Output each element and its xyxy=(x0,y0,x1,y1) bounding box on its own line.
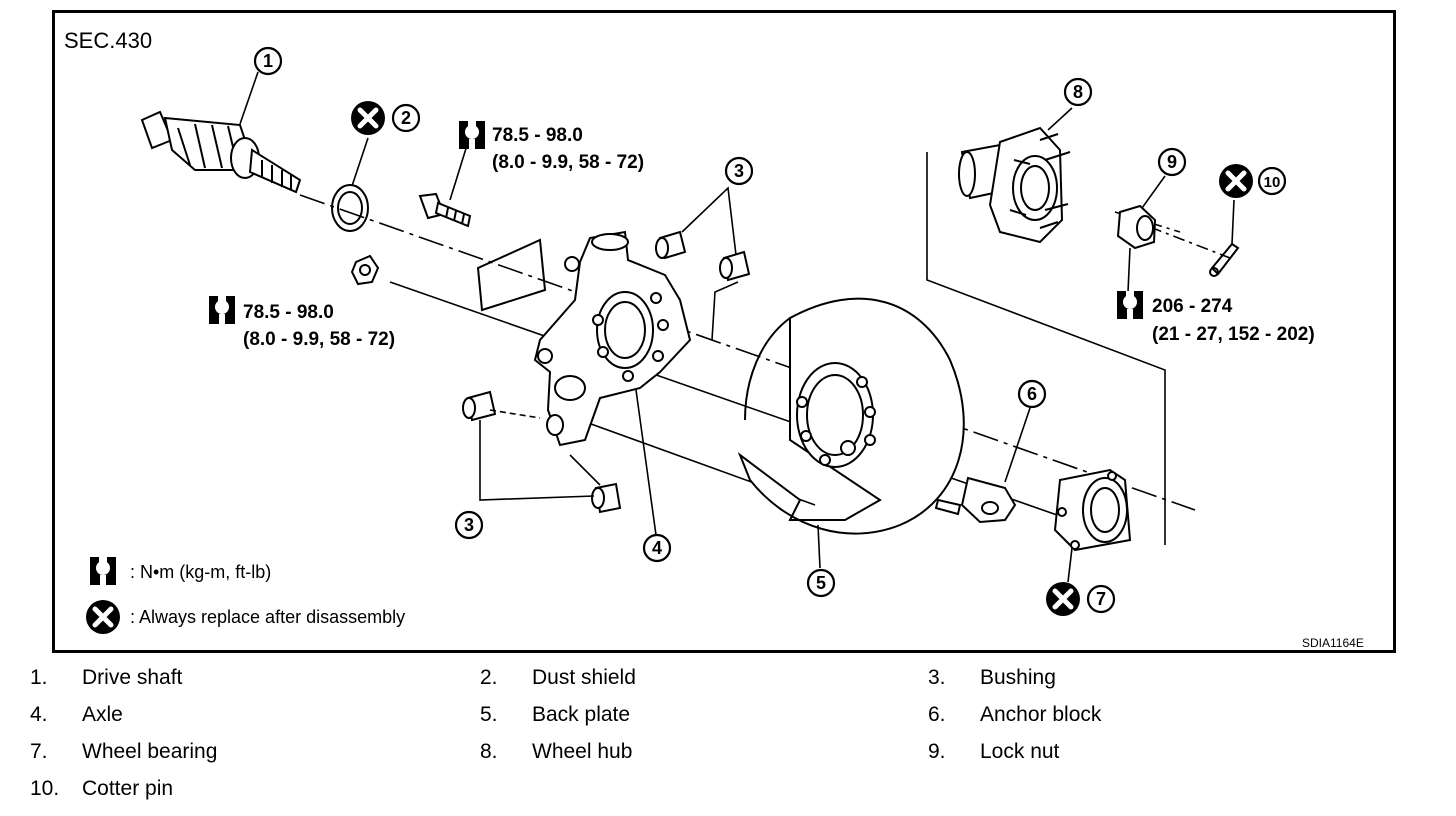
part-name: Drive shaft xyxy=(82,666,183,689)
callout-number-9: 9 xyxy=(1167,152,1177,172)
torque-upper-bolt-line2: (8.0 - 9.9, 58 - 72) xyxy=(492,152,644,173)
part-number: 5. xyxy=(480,703,498,726)
legend-replace-icon xyxy=(86,600,120,634)
part-number: 7. xyxy=(30,740,48,763)
lock-nut-drawing xyxy=(1116,204,1157,250)
lower-nut-drawing xyxy=(350,254,380,286)
torque-lower-nut-line1: 78.5 - 98.0 xyxy=(243,302,334,323)
torque-upper-bolt-line1: 78.5 - 98.0 xyxy=(492,125,583,146)
section-label: SEC.430 xyxy=(64,28,152,53)
exploded-view-diagram: SEC.430 SDIA1164E xyxy=(64,28,1364,650)
wheel-hub-drawing xyxy=(958,126,1071,244)
upper-bolt-drawing xyxy=(418,192,472,228)
replace-mark-icon-wheel-bearing xyxy=(1046,582,1080,616)
torque-wrench-icon-lock-nut xyxy=(1117,291,1143,319)
part-name: Wheel bearing xyxy=(82,740,218,763)
dust-shield-drawing xyxy=(331,184,369,232)
callout-number-2: 2 xyxy=(401,108,411,128)
part-name: Bushing xyxy=(980,666,1056,689)
back-plate-drawing xyxy=(737,297,965,535)
callout-circle-6 xyxy=(1017,379,1047,409)
callout-number-10: 10 xyxy=(1264,174,1281,191)
callout-number-6: 6 xyxy=(1027,384,1037,404)
part-number: 6. xyxy=(928,703,946,726)
replace-mark-icon-cotter-pin xyxy=(1219,164,1253,198)
axle-knuckle-drawing xyxy=(476,230,692,447)
part-number: 9. xyxy=(928,740,946,763)
part-name: Cotter pin xyxy=(82,777,174,800)
diagram-frame xyxy=(52,10,1396,653)
callout-circle-4 xyxy=(642,533,672,563)
callout-number-4: 4 xyxy=(652,538,662,558)
callout-number-1: 1 xyxy=(263,51,273,71)
torque-wrench-icon-upper-bolt xyxy=(459,121,485,149)
parts-list: 1. Drive shaft 2. Dust shield 3. Bushing… xyxy=(0,662,1456,812)
callout-circle-7 xyxy=(1086,584,1116,614)
part-name: Back plate xyxy=(532,703,631,726)
callout-number-5: 5 xyxy=(816,573,826,593)
drive-shaft-drawing xyxy=(140,110,302,194)
part-number: 10. xyxy=(30,777,60,800)
torque-lock-nut-line1: 206 - 274 xyxy=(1152,296,1233,317)
bushing-drawings xyxy=(462,230,751,514)
callout-number-8: 8 xyxy=(1073,82,1083,102)
callout-circle-1 xyxy=(253,46,283,76)
part-number: 2. xyxy=(480,666,498,689)
callout-circle-3a xyxy=(724,156,754,186)
callout-circle-2 xyxy=(391,103,421,133)
replace-mark-icon-dust-shield xyxy=(351,101,385,135)
callout-number-7: 7 xyxy=(1096,589,1106,609)
callout-circle-8 xyxy=(1063,77,1093,107)
part-name: Lock nut xyxy=(980,740,1060,763)
legend-replace-note: : Always replace after disassembly xyxy=(130,607,405,627)
callout-circle-3b xyxy=(454,510,484,540)
part-number: 3. xyxy=(928,666,946,689)
callout-circle-5 xyxy=(806,568,836,598)
wheel-bearing-drawing xyxy=(1053,468,1132,552)
callout-number-3a: 3 xyxy=(734,161,744,181)
torque-wrench-icon-lower-nut xyxy=(209,296,235,324)
anchor-block-drawing xyxy=(934,476,1017,524)
torque-lock-nut-line2: (21 - 27, 152 - 202) xyxy=(1152,324,1315,345)
part-number: 1. xyxy=(30,666,48,689)
drawing-code: SDIA1164E xyxy=(1302,636,1364,650)
part-number: 8. xyxy=(480,740,498,763)
legend-torque-unit: : N•m (kg-m, ft-lb) xyxy=(130,562,271,582)
cotter-pin-drawing xyxy=(1209,242,1240,277)
callout-circle-10 xyxy=(1257,166,1287,196)
torque-lower-nut-line2: (8.0 - 9.9, 58 - 72) xyxy=(243,329,395,350)
part-name: Wheel hub xyxy=(532,740,633,763)
callout-circle-9 xyxy=(1157,147,1187,177)
legend-wrench-icon xyxy=(90,557,116,585)
part-name: Axle xyxy=(82,703,123,726)
callout-number-3b: 3 xyxy=(464,515,474,535)
part-name: Dust shield xyxy=(532,666,636,689)
part-number: 4. xyxy=(30,703,48,726)
part-name: Anchor block xyxy=(980,703,1102,726)
